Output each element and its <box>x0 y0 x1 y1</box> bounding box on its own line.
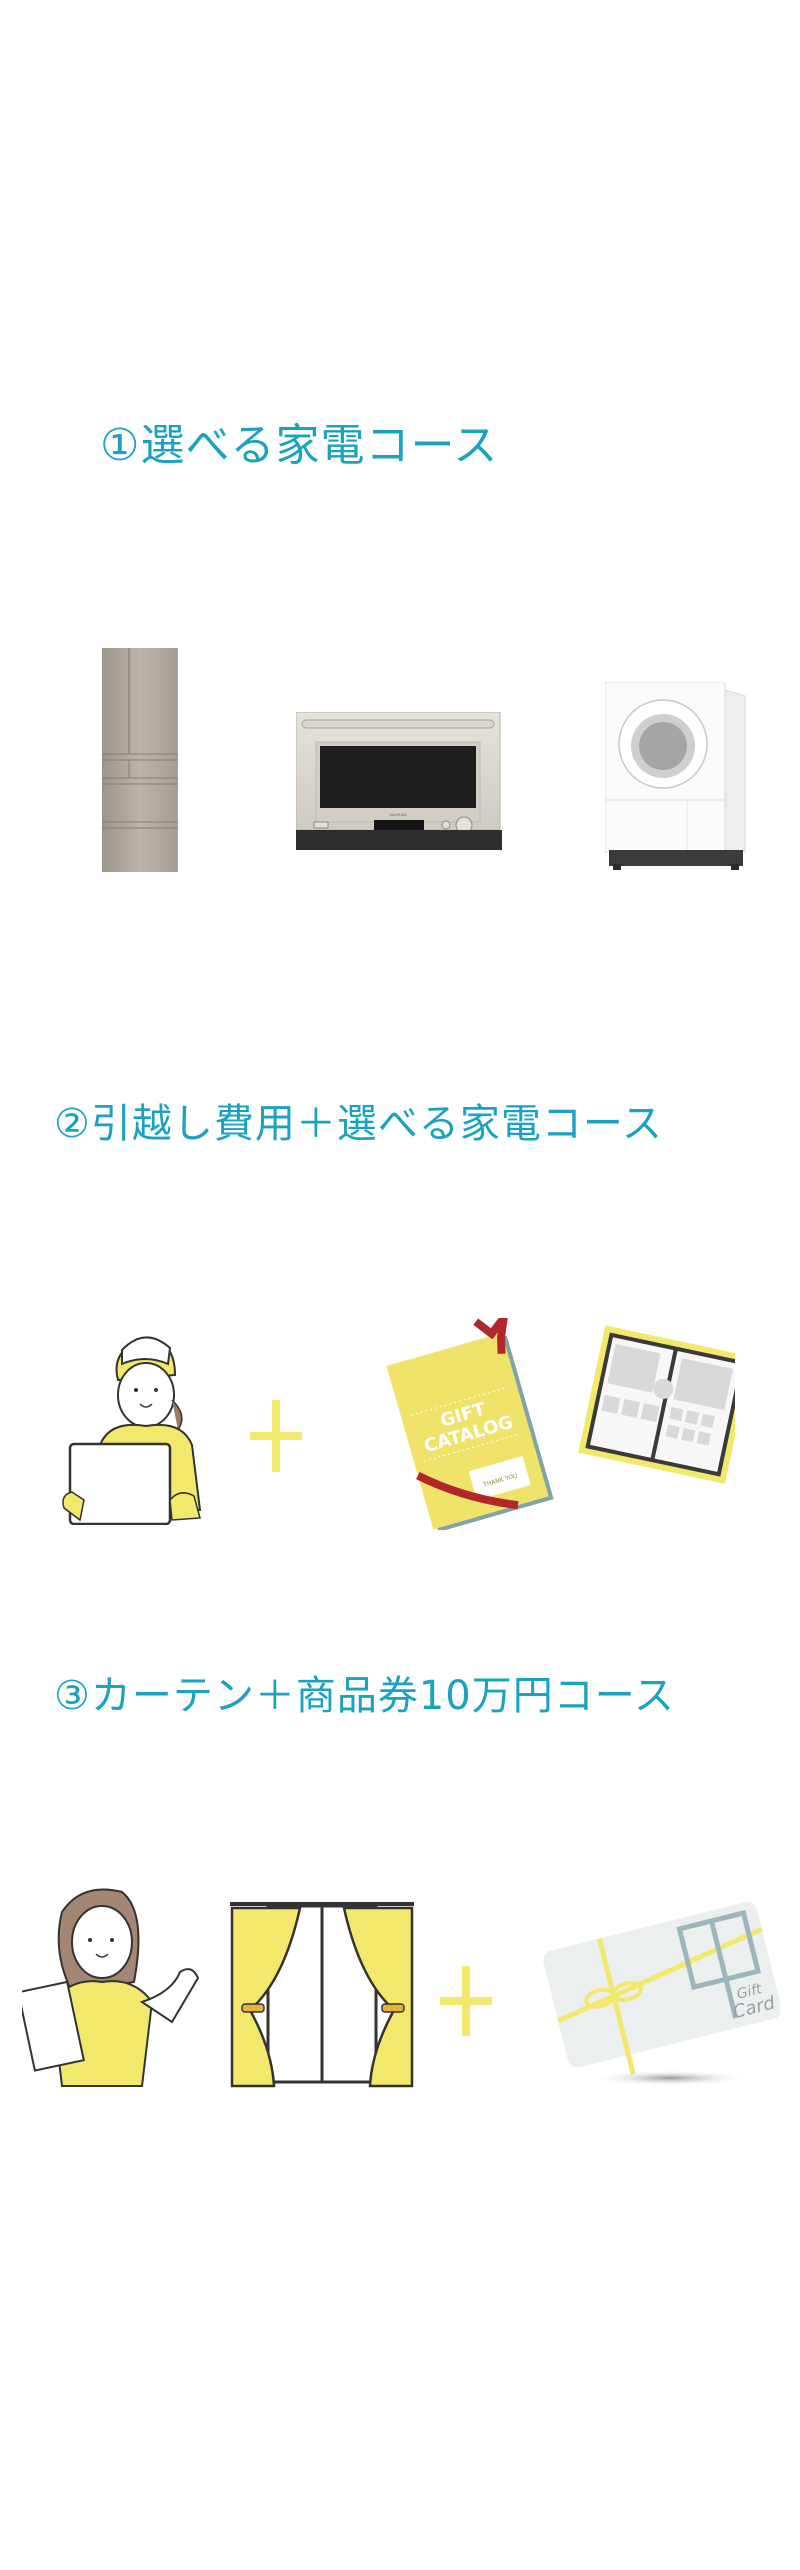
plus-icon <box>440 1966 492 2036</box>
plus-icon <box>250 1400 302 1472</box>
section-1-title: ①選べる家電コース <box>100 419 499 471</box>
refrigerator-image <box>102 648 178 872</box>
oven-range-image: BALMUDA <box>296 712 502 850</box>
section-2-title: ②引越し費用＋選べる家電コース <box>54 1101 663 1148</box>
mover-illustration <box>62 1336 202 1525</box>
gift-card-line1: Gift <box>735 1981 764 2003</box>
section-3-title: ③カーテン＋商品券10万円コース <box>54 1673 675 1720</box>
washing-machine-image <box>605 682 746 870</box>
gift-catalog-illustration: GIFT CATALOG THANK YOU <box>386 1318 735 1530</box>
oven-brand-text: BALMUDA <box>389 813 407 817</box>
gift-card-illustration: Gift Card <box>543 1901 780 2086</box>
curtain-illustration <box>230 1902 414 2088</box>
staff-woman-illustration <box>22 1888 200 2087</box>
